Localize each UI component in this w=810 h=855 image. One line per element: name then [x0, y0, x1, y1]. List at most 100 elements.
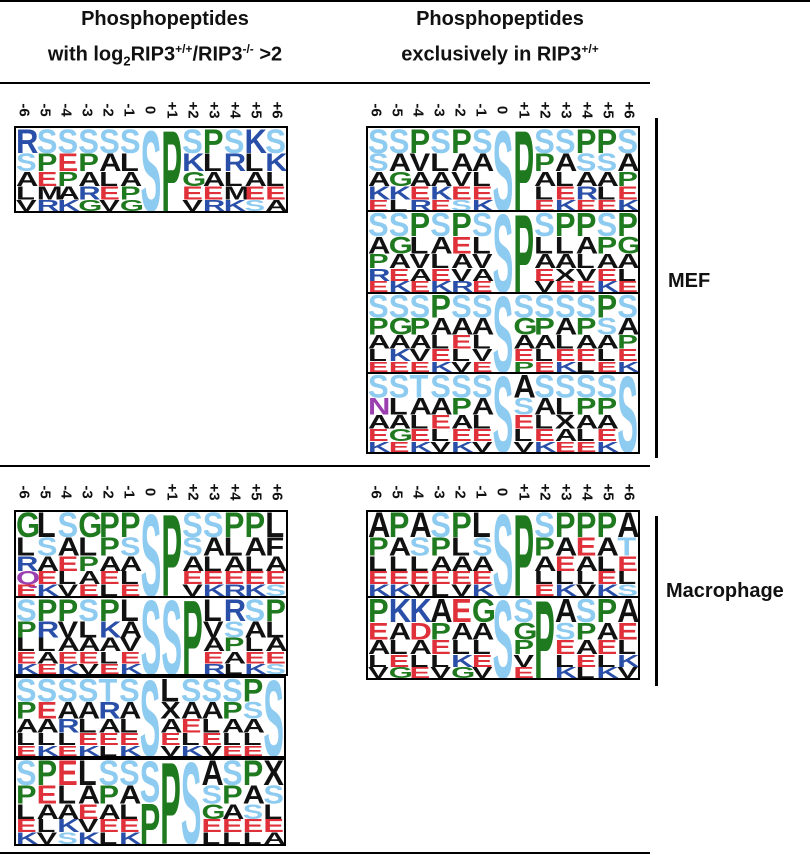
residue-letter: E: [596, 426, 617, 445]
residue-letter: A: [58, 635, 80, 656]
residue-letter: K: [430, 359, 453, 372]
residue-letter: K: [555, 665, 578, 678]
residue-letter: S: [555, 374, 576, 405]
residue-letter: P: [534, 598, 555, 678]
position-tick-label: -1: [120, 103, 138, 117]
residue-letter: E: [534, 265, 555, 285]
residue-letter: P: [224, 512, 245, 546]
residue-letter: L: [555, 232, 574, 259]
residue-letter: E: [78, 800, 99, 824]
residue-letter: A: [596, 167, 618, 191]
residue-letter: S: [451, 374, 472, 405]
position-tick-label: -3: [430, 485, 448, 499]
residue-letter: P: [534, 313, 555, 340]
residue-letter: L: [57, 781, 76, 810]
residue-letter: S: [493, 128, 514, 211]
residue-letter: E: [389, 265, 410, 285]
residue-letter: A: [472, 552, 494, 576]
residue-letter: E: [596, 265, 617, 285]
position-tick-label: +1: [163, 101, 181, 119]
residue-letter: P: [596, 294, 617, 325]
residue-letter: L: [99, 648, 118, 667]
residue-letter: L: [263, 800, 282, 824]
residue-letter: S: [224, 616, 245, 642]
position-tick: -3: [428, 472, 450, 512]
residue-letter: L: [576, 426, 595, 445]
position-tick-label: -2: [451, 103, 469, 117]
residue-letter: S: [141, 598, 162, 674]
residue-letter: L: [410, 412, 429, 433]
residue-letter: E: [99, 183, 120, 203]
residue-letter: E: [430, 636, 451, 659]
residue-letter: E: [617, 346, 638, 365]
residue-letter: L: [78, 716, 97, 737]
right-title-text-a: exclusively in RIP3: [401, 43, 582, 66]
residue-letter: P: [368, 313, 389, 340]
position-tick: -5: [386, 90, 408, 130]
residue-letter: S: [78, 128, 99, 160]
residue-letter: S: [265, 661, 286, 674]
residue-letter: L: [534, 412, 553, 433]
residue-letter: V: [534, 279, 555, 292]
residue-letter: V: [78, 816, 99, 837]
residue-letter: L: [430, 250, 449, 273]
residue-letter: S: [58, 512, 79, 546]
residue-letter: A: [576, 232, 598, 259]
residue-letter: K: [389, 598, 411, 629]
residue-letter: E: [389, 359, 410, 372]
residue-letter: P: [182, 598, 203, 674]
residue-letter: V: [451, 359, 473, 372]
residue-letter: A: [534, 332, 556, 353]
residue-letter: S: [368, 128, 389, 160]
residue-letter: S: [430, 128, 451, 160]
right-title-line1: Phosphopeptides: [416, 8, 584, 30]
residue-letter: L: [576, 568, 595, 588]
residue-letter: G: [182, 167, 206, 191]
position-tick-label: -5: [388, 103, 406, 117]
position-tick: +5: [597, 90, 619, 130]
residue-letter: E: [513, 412, 534, 433]
residue-letter: A: [368, 636, 391, 659]
residue-letter: P: [161, 512, 182, 596]
residue-letter: L: [617, 265, 636, 285]
residue-letter: K: [181, 743, 204, 756]
residue-letter: P: [99, 512, 120, 546]
residue-letter: E: [555, 346, 576, 365]
position-tick: +3: [555, 90, 577, 130]
residue-letter: S: [57, 678, 78, 709]
residue-letter: Q: [16, 568, 40, 588]
residue-letter: S: [451, 197, 472, 211]
residue-letter: K: [451, 651, 473, 671]
residue-letter: P: [16, 616, 37, 642]
position-tick: -4: [407, 90, 429, 130]
residue-letter: S: [161, 598, 182, 674]
residue-letter: L: [120, 568, 139, 588]
position-tick: +1: [161, 472, 183, 512]
residue-letter: A: [472, 265, 494, 285]
residue-letter: P: [576, 212, 597, 243]
residue-letter: S: [472, 294, 493, 325]
residue-letter: S: [120, 533, 141, 562]
residue-letter: S: [202, 678, 223, 709]
residue-letter: E: [451, 232, 472, 259]
residue-letter: S: [513, 393, 534, 420]
position-tick-label: +2: [536, 101, 554, 119]
residue-letter: L: [78, 616, 97, 642]
residue-letter: E: [430, 197, 451, 211]
residue-letter: A: [99, 635, 121, 656]
residue-letter: A: [617, 512, 638, 546]
position-tick: -6: [13, 472, 35, 512]
residue-letter: L: [119, 716, 138, 737]
residue-letter: E: [472, 651, 493, 671]
position-tick-label: +2: [184, 101, 202, 119]
residue-letter: A: [244, 616, 267, 642]
residue-letter: L: [202, 830, 221, 844]
residue-letter: P: [576, 313, 597, 340]
residue-letter: L: [617, 636, 636, 659]
position-tick-label: +6: [620, 483, 638, 501]
residue-letter: S: [222, 760, 243, 793]
residue-letter: L: [472, 332, 491, 353]
residue-letter: P: [78, 552, 99, 576]
residue-letter: S: [617, 128, 638, 160]
